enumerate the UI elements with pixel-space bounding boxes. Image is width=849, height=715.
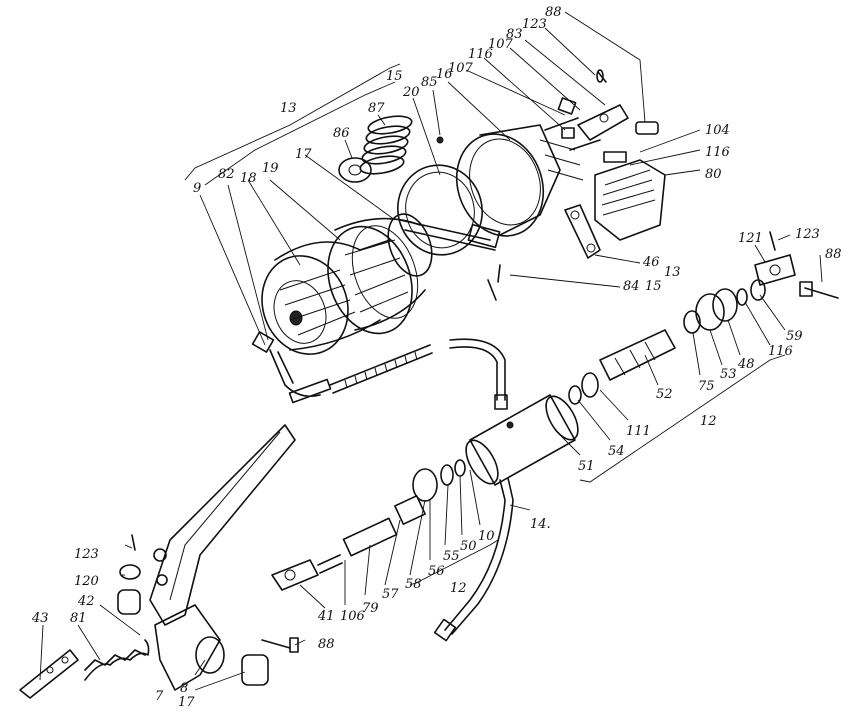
label-50: 50 [460, 539, 477, 554]
label-79: 79 [362, 601, 379, 616]
mounting-bracket [594, 151, 666, 241]
label-107b: 107 [488, 37, 514, 52]
label-116c: 116 [768, 344, 793, 359]
label-13-top: 13 [280, 101, 297, 116]
label-16: 16 [436, 67, 453, 82]
label-54: 54 [608, 444, 625, 459]
label-7: 7 [155, 689, 164, 704]
rod-parts [683, 279, 766, 334]
valve-stem [599, 329, 676, 381]
label-121: 121 [738, 231, 763, 246]
label-43: 43 [31, 611, 49, 626]
label-82: 82 [218, 167, 235, 182]
lever-arm [487, 204, 601, 301]
label-106: 106 [340, 609, 365, 624]
label-12-right: 12 [700, 414, 717, 429]
label-116a: 116 [468, 47, 493, 62]
yoke-upper [577, 104, 659, 141]
label-46: 46 [642, 255, 660, 270]
spring [338, 115, 413, 183]
label-14: 14. [530, 517, 551, 532]
label-116b: 116 [705, 145, 730, 160]
label-81: 81 [70, 611, 87, 626]
label-88c: 88 [318, 637, 335, 652]
label-83: 83 [506, 27, 523, 42]
label-104: 104 [705, 123, 730, 138]
return-spring [19, 534, 150, 699]
label-80: 80 [705, 167, 722, 182]
label-58: 58 [405, 577, 422, 592]
label-15-top: 15 [386, 69, 403, 84]
grouping-brackets [184, 63, 786, 586]
label-51: 51 [578, 459, 595, 474]
label-86: 86 [333, 126, 350, 141]
part-labels: 9 82 18 19 17 86 87 15 13 20 85 16 107 1… [31, 5, 842, 710]
label-41: 41 [317, 609, 335, 624]
label-18: 18 [240, 171, 257, 186]
leader-lines [39, 11, 823, 691]
label-13-mid: 13 [664, 265, 681, 280]
label-20: 20 [402, 85, 420, 100]
label-85: 85 [421, 75, 438, 90]
label-19: 19 [262, 161, 279, 176]
label-88b: 88 [825, 247, 842, 262]
label-123b: 123 [795, 227, 820, 242]
label-9: 9 [193, 181, 201, 196]
label-123a: 123 [522, 17, 547, 32]
label-88a: 88 [545, 5, 562, 20]
label-57: 57 [382, 587, 399, 602]
label-107a: 107 [448, 61, 474, 76]
brake-pedal [117, 424, 299, 691]
label-87: 87 [368, 101, 385, 116]
clamp-ring [396, 164, 501, 256]
push-rod [271, 459, 466, 591]
hose-fitting [251, 331, 433, 404]
label-56: 56 [428, 564, 445, 579]
label-48: 48 [737, 357, 755, 372]
label-42: 42 [77, 594, 95, 609]
label-120: 120 [74, 574, 99, 589]
label-84: 84 [623, 279, 640, 294]
label-53: 53 [720, 367, 737, 382]
master-cylinder [465, 372, 599, 486]
label-59: 59 [786, 329, 803, 344]
upper-hose [449, 338, 508, 410]
label-12-mid: 12 [450, 581, 467, 596]
yoke-right [754, 231, 839, 299]
label-15-mid: 15 [645, 279, 662, 294]
label-55: 55 [443, 549, 460, 564]
label-75: 75 [698, 379, 715, 394]
label-52: 52 [656, 387, 673, 402]
label-8: 8 [180, 681, 188, 696]
label-123c: 123 [74, 547, 99, 562]
label-10: 10 [478, 529, 495, 544]
small-fasteners [436, 69, 607, 144]
booster-cover [455, 117, 601, 237]
label-17-bottom: 17 [178, 695, 195, 710]
label-111: 111 [626, 424, 651, 439]
label-17: 17 [295, 147, 312, 162]
